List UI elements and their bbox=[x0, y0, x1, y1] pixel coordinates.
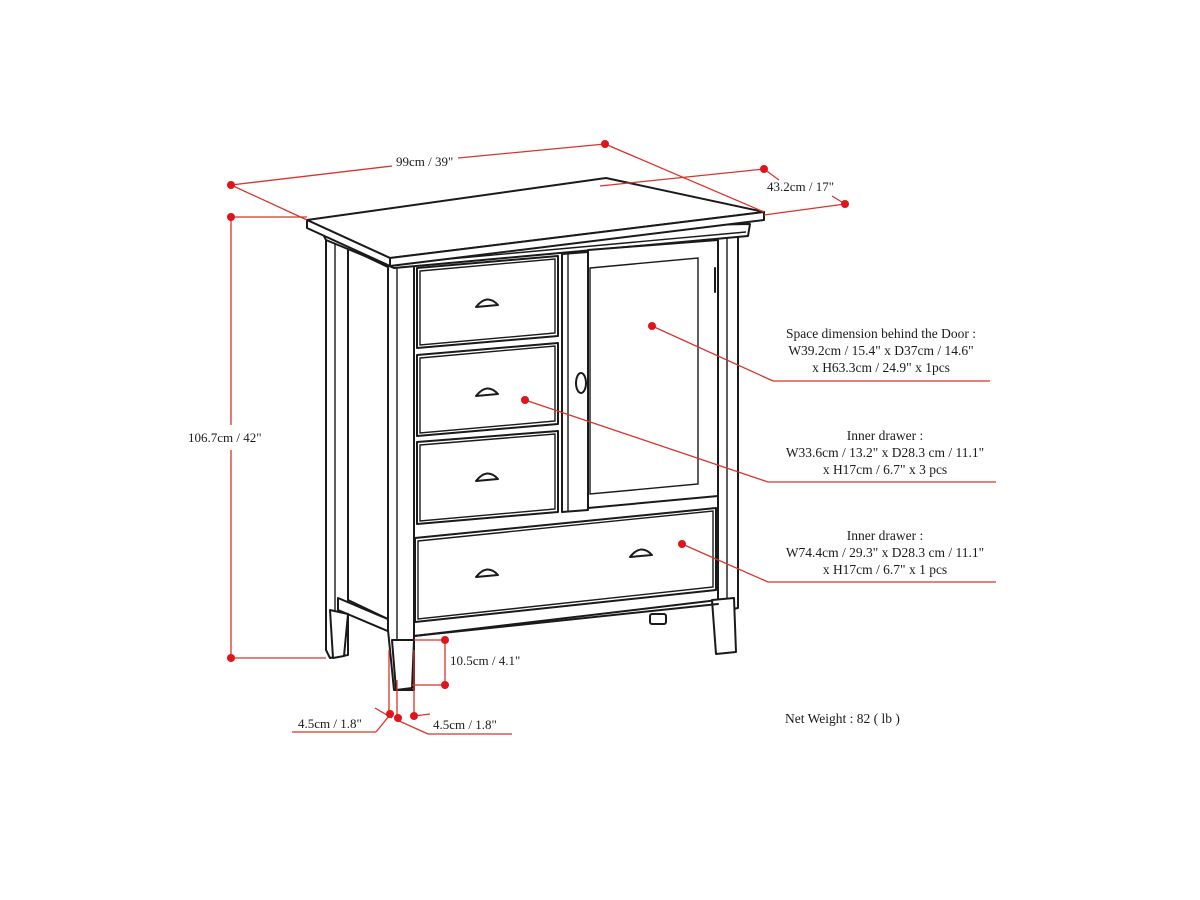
depth-label: 43.2cm / 17" bbox=[767, 179, 835, 194]
door-space-line1: W39.2cm / 15.4" x D37cm / 14.6" bbox=[788, 343, 974, 358]
small-drawer-line2: x H17cm / 6.7" x 3 pcs bbox=[822, 462, 948, 477]
net-weight-label: Net Weight : 82 ( lb ) bbox=[785, 711, 900, 726]
dimension-dots bbox=[227, 140, 849, 722]
large-drawer-callout: Inner drawer : W74.4cm / 29.3" x D28.3 c… bbox=[774, 527, 996, 578]
drawer-1-handle-icon bbox=[475, 298, 499, 308]
drawer-2-handle-icon bbox=[475, 387, 499, 397]
bottom-drawer-left-handle-icon bbox=[475, 568, 499, 578]
large-drawer-title: Inner drawer : bbox=[846, 528, 924, 543]
large-drawer-line2: x H17cm / 6.7" x 1 pcs bbox=[822, 562, 948, 577]
dimension-lines bbox=[230, 143, 996, 735]
door-space-callout: Space dimension behind the Door : W39.2c… bbox=[776, 325, 986, 376]
leg-width-left-label: 4.5cm / 1.8" bbox=[298, 716, 362, 731]
drawer-3-handle-icon bbox=[475, 472, 499, 482]
cabinet-illustration bbox=[306, 177, 765, 691]
small-drawer-line1: W33.6cm / 13.2" x D28.3 cm / 11.1" bbox=[785, 445, 985, 460]
leg-clearance-label: 10.5cm / 4.1" bbox=[450, 653, 521, 668]
door-knob-icon bbox=[575, 372, 587, 394]
small-drawer-callout: Inner drawer : W33.6cm / 13.2" x D28.3 c… bbox=[774, 427, 996, 478]
height-label: 106.7cm / 42" bbox=[188, 430, 262, 445]
door-space-title: Space dimension behind the Door : bbox=[785, 326, 977, 341]
small-drawer-title: Inner drawer : bbox=[846, 428, 924, 443]
leg-width-right-label: 4.5cm / 1.8" bbox=[433, 717, 497, 732]
large-drawer-line1: W74.4cm / 29.3" x D28.3 cm / 11.1" bbox=[785, 545, 985, 560]
door-space-line2: x H63.3cm / 24.9" x 1pcs bbox=[812, 360, 950, 375]
bottom-drawer-right-handle-icon bbox=[629, 548, 653, 558]
width-label: 99cm / 39" bbox=[396, 154, 454, 169]
